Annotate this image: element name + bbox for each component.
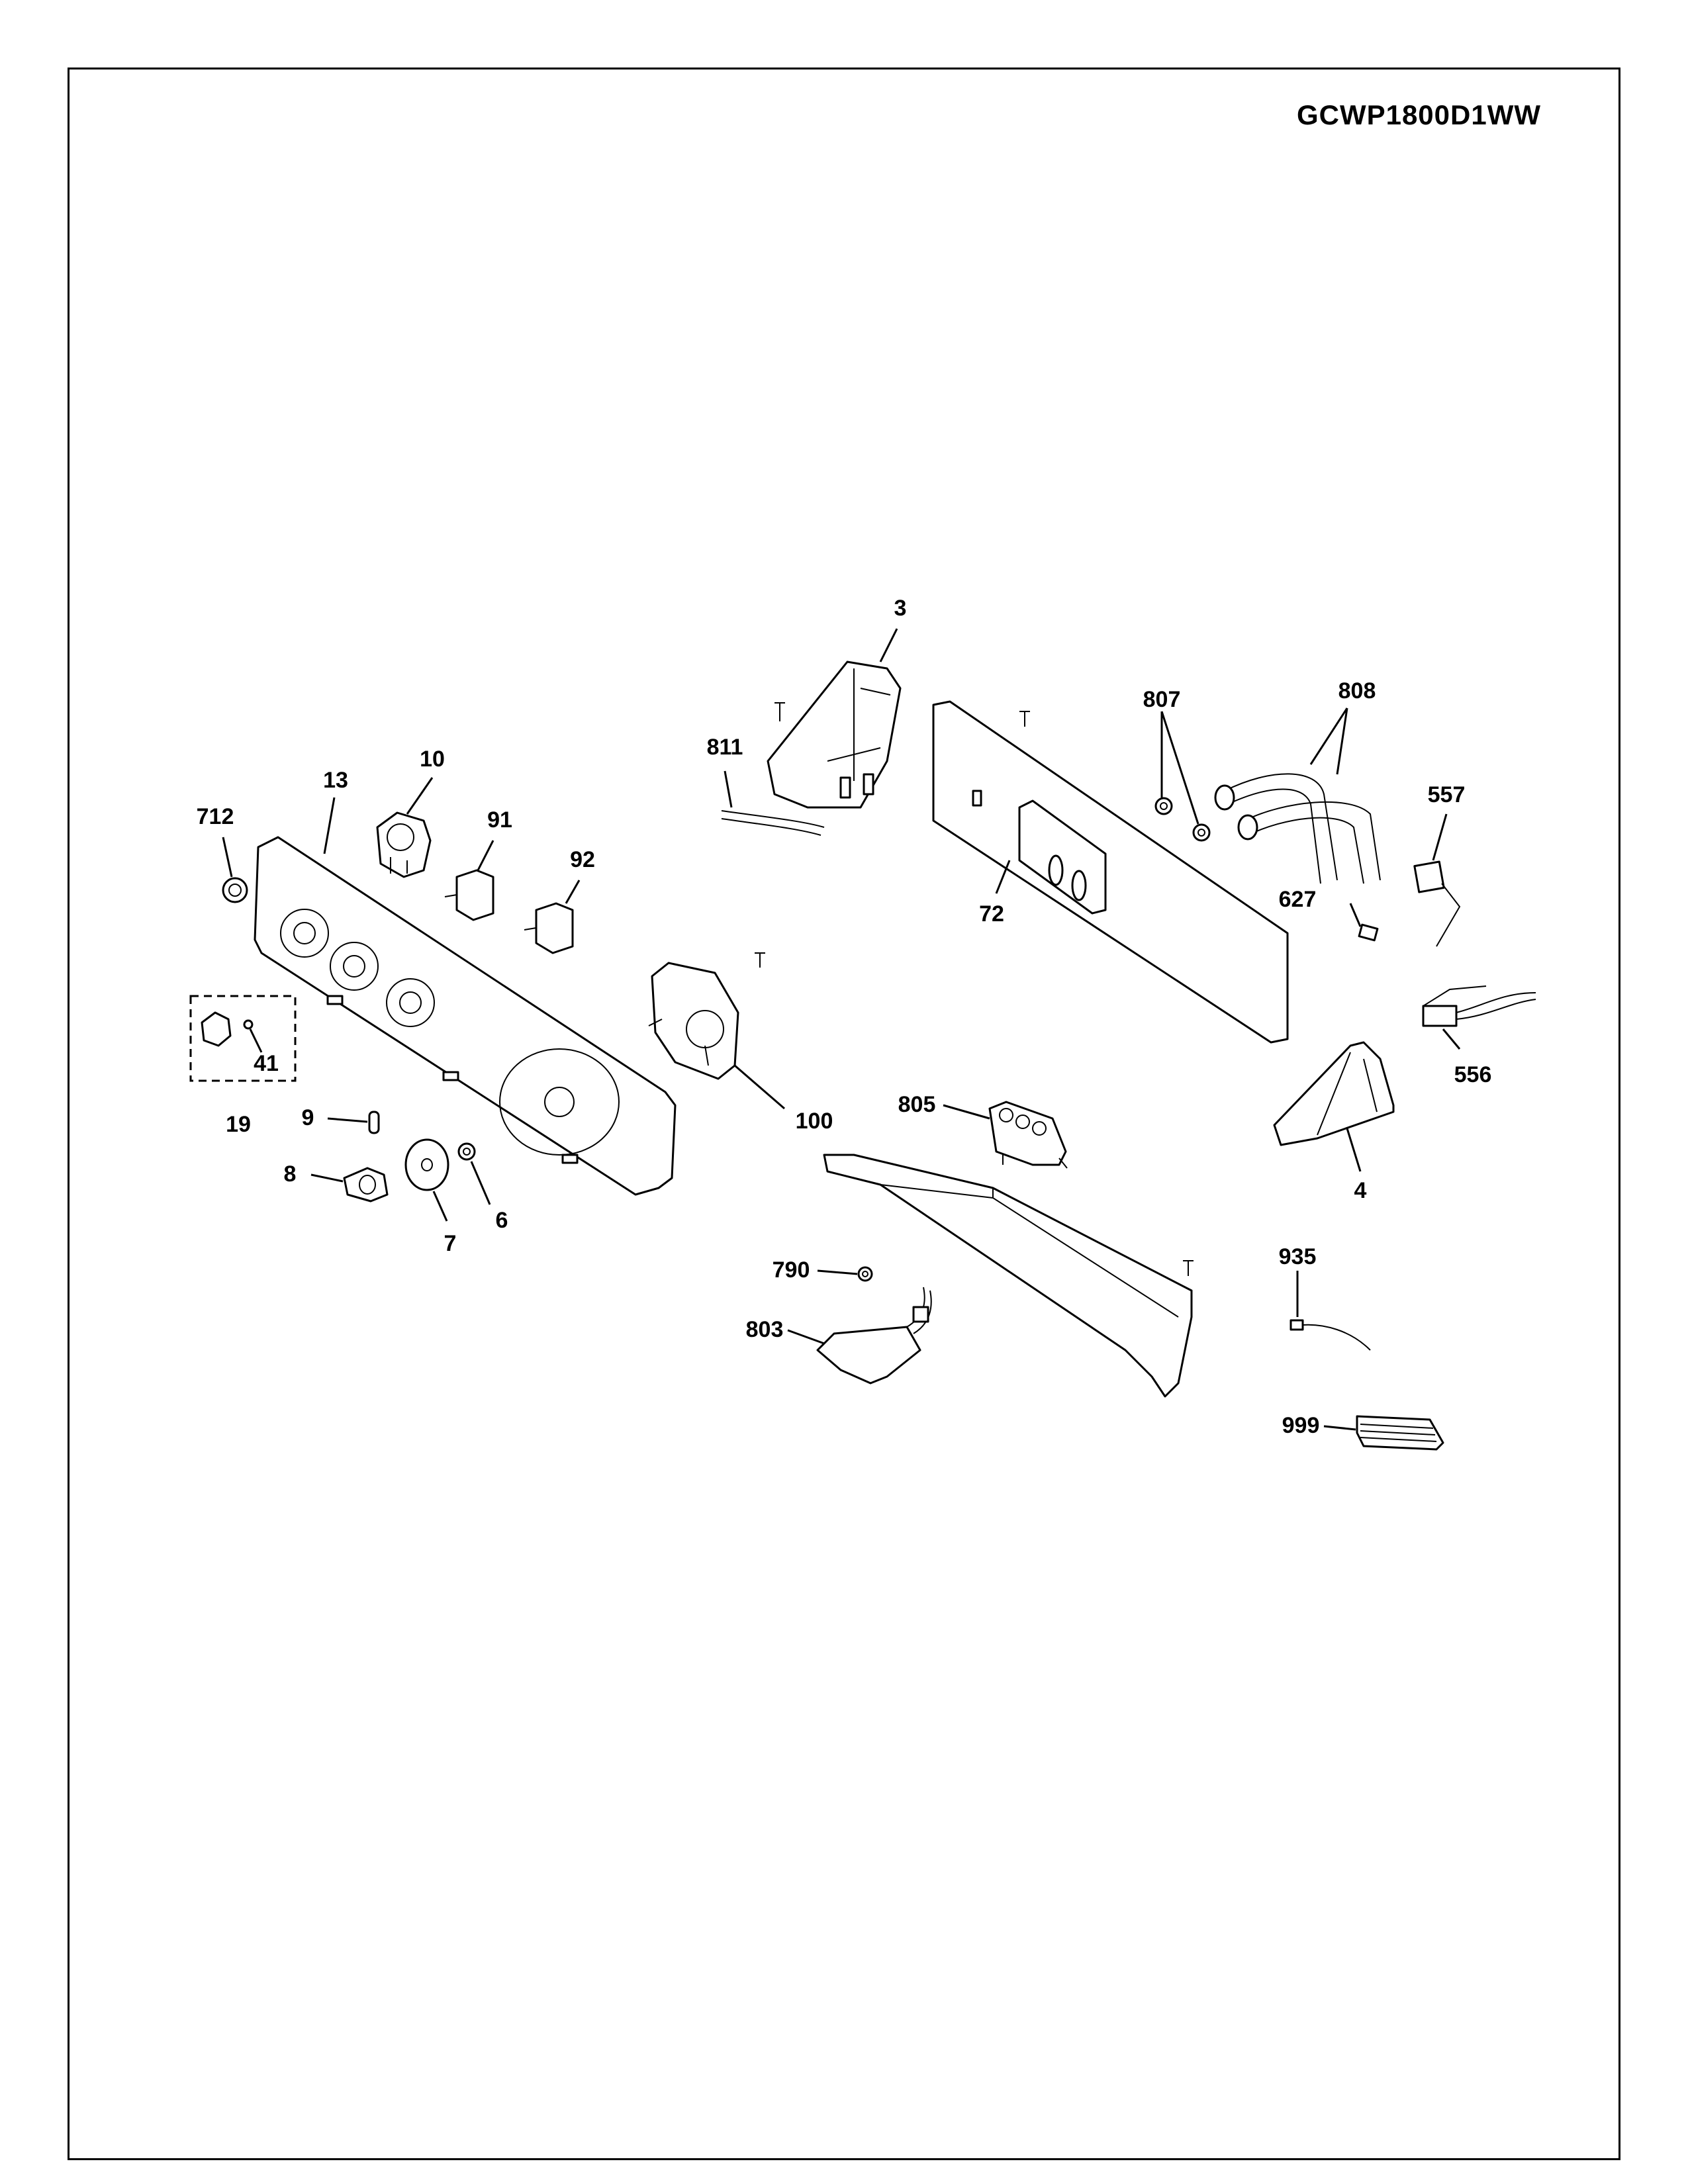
callout-805: 805 (898, 1092, 936, 1117)
part-935-wire (1289, 1319, 1371, 1351)
callout-9: 9 (302, 1105, 314, 1130)
callout-4: 4 (1354, 1178, 1367, 1203)
part-557-plug (1413, 860, 1461, 947)
part-10-pressure-switch (376, 811, 432, 878)
callout-811: 811 (707, 735, 743, 760)
callout-3: 3 (894, 596, 907, 621)
callout-19: 19 (226, 1112, 251, 1137)
part-627-grommet (1358, 923, 1379, 942)
part-803-fitting (816, 1287, 932, 1385)
screw-icon (1019, 711, 1030, 727)
callout-557: 557 (1428, 782, 1466, 807)
base-channel (823, 1154, 1193, 1398)
part-811-hose (721, 810, 825, 836)
callout-807: 807 (1143, 687, 1181, 712)
callout-627: 627 (1279, 887, 1317, 912)
part-100-timer (648, 962, 739, 1080)
model-number: GCWP1800D1WW (1296, 99, 1541, 130)
callout-72: 72 (979, 901, 1004, 927)
part-790-clamp (857, 1266, 873, 1282)
callout-712: 712 (197, 804, 234, 829)
part-19-knob-assembly (189, 995, 297, 1082)
callout-labels: 3 4 6 7 8 9 10 13 19 41 72 91 92 100 556… (197, 596, 1492, 1438)
callout-91: 91 (487, 807, 512, 833)
callout-100: 100 (796, 1109, 833, 1134)
part-556-harness (1422, 985, 1536, 1027)
callout-803: 803 (746, 1317, 784, 1342)
part-91-switch (444, 869, 494, 921)
part-8-knob (343, 1167, 389, 1203)
part-999-harness (1356, 1415, 1444, 1451)
callout-8: 8 (284, 1161, 297, 1187)
leader-lines (222, 628, 1461, 1431)
part-807-hose-washers (1154, 797, 1211, 842)
part-72-rear-panel (932, 700, 1289, 1044)
part-13-control-panel (254, 836, 677, 1196)
callout-556: 556 (1454, 1062, 1492, 1087)
screw-icon (1183, 1260, 1194, 1276)
callout-935: 935 (1279, 1244, 1317, 1269)
callout-13: 13 (323, 768, 348, 793)
part-92-switch (524, 902, 574, 954)
part-7-dial (404, 1138, 449, 1191)
callout-10: 10 (420, 747, 445, 772)
part-3-end-cap (767, 660, 902, 809)
callout-92: 92 (570, 847, 595, 872)
part-4-end-cap (1273, 1041, 1395, 1146)
screw-icon (755, 952, 765, 968)
callout-999: 999 (1282, 1413, 1320, 1438)
callout-808: 808 (1338, 678, 1376, 704)
part-805-water-valve (988, 1101, 1068, 1169)
part-6-nut (457, 1142, 476, 1161)
part-808-fill-hoses (1214, 773, 1381, 884)
screw-icon (774, 702, 785, 721)
callout-6: 6 (496, 1208, 508, 1233)
callout-790: 790 (773, 1257, 810, 1283)
callout-41: 41 (254, 1051, 279, 1076)
callout-7: 7 (444, 1231, 457, 1256)
part-9-clip (368, 1111, 380, 1134)
part-712-knob-insert (222, 877, 248, 903)
diagram-frame (68, 68, 1620, 2160)
